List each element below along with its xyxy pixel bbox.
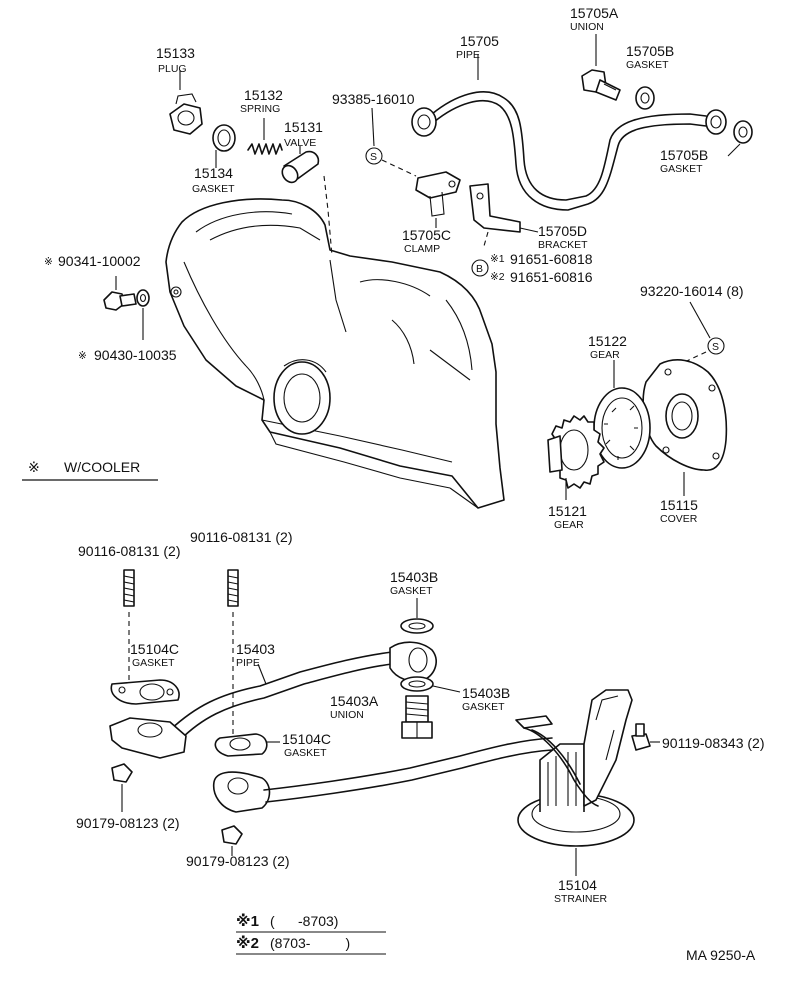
svg-text:COVER: COVER [660,513,698,525]
label-93385: 93385-16010 [332,91,415,107]
label-15121: 15121 [548,503,587,519]
gasket-15705B-top [635,86,655,110]
svg-text:※: ※ [44,256,53,268]
bolt-90341 [103,276,137,311]
svg-text:PIPE: PIPE [456,49,480,61]
label-90430-10035: 90430-10035 [94,347,177,363]
label-91651-60818: 91651-60818 [510,251,593,267]
gasket-15134 [212,124,236,168]
label-15115: 15115 [660,497,698,513]
svg-text:※2: ※2 [236,934,259,952]
label-15122: 15122 [588,333,627,349]
svg-text:S: S [370,151,377,163]
svg-text:GASKET: GASKET [132,657,175,669]
gasket-15104C-left [110,679,180,705]
label-15104: 15104 [558,877,597,893]
svg-text:PIPE: PIPE [236,657,260,669]
bracket-15705D [469,183,539,233]
spring-15132 [247,118,283,155]
svg-text:※: ※ [28,459,40,475]
valve-15131 [281,146,320,184]
svg-text:BRACKET: BRACKET [538,239,588,251]
label-91651-60816: 91651-60816 [510,269,593,285]
svg-text:UNION: UNION [570,21,604,33]
gasket-15705B-right [727,120,753,157]
washer-90430 [136,289,150,340]
svg-text:S: S [712,341,719,353]
strainer-15104 [515,689,635,876]
stud-90116-right [227,569,239,734]
svg-text:STRAINER: STRAINER [554,893,608,905]
label-15403: 15403 [236,641,275,657]
marker-s-upper [365,147,383,165]
union-15403A [401,695,433,739]
pipe-15705 [411,54,727,211]
svg-text:GASKET: GASKET [626,59,669,71]
transmission-case [165,198,505,509]
svg-text:PLUG: PLUG [158,63,187,75]
note-1: ( -8703) [270,913,338,929]
gasket-15104C-right [214,733,280,757]
marker-b [471,259,489,277]
label-15132: 15132 [244,87,283,103]
label-15705C: 15705C [402,227,451,243]
gasket-15403B-top [400,598,434,634]
label-90116-left: 90116-08131 (2) [78,543,180,559]
svg-text:GASKET: GASKET [660,163,703,175]
svg-text:VALVE: VALVE [284,137,316,149]
label-15705D: 15705D [538,223,587,239]
strainer-pipe [212,737,553,813]
label-90341-10002: 90341-10002 [58,253,141,269]
svg-text:CLAMP: CLAMP [404,243,440,255]
label-15104C-right: 15104C [282,731,331,747]
gasket-15403B-bottom [400,676,461,693]
svg-text:※1: ※1 [490,253,505,265]
diagram-code: MA 9250-A [686,947,756,963]
label-90119-08343: 90119-08343 (2) [662,735,764,751]
label-15705B-right: 15705B [660,147,708,163]
bolt-90119 [631,723,660,751]
label-15134: 15134 [194,165,233,181]
svg-text:GASKET: GASKET [390,585,433,597]
pipe-15403 [109,641,437,759]
label-15403B-bottom: 15403B [462,685,510,701]
gear-15121 [547,415,605,500]
label-15705B-top: 15705B [626,43,674,59]
label-15104C-left: 15104C [130,641,179,657]
label-93220-16014: 93220-16014 (8) [640,283,744,299]
svg-text:GEAR: GEAR [554,519,584,531]
marker-s-cover [707,337,725,355]
label-90179-bottom: 90179-08123 (2) [186,853,290,869]
note-2: (8703- ) [270,935,350,951]
bolt-90179-left [111,763,133,812]
labels: 15133 PLUG 15134 GASKET 15132 SPRING 151… [28,5,764,963]
svg-text:※: ※ [78,350,87,362]
svg-text:GASKET: GASKET [284,747,327,759]
svg-text:GASKET: GASKET [462,701,505,713]
label-w-cooler: W/COOLER [64,459,140,475]
svg-text:※1: ※1 [236,912,259,930]
svg-text:※2: ※2 [490,271,505,283]
label-15133: 15133 [156,45,195,61]
label-15403A: 15403A [330,693,379,709]
union-15705A [581,34,621,101]
stud-90116-left [123,569,135,680]
label-90179-left: 90179-08123 (2) [76,815,180,831]
plug-15133 [169,70,203,135]
svg-text:B: B [476,263,483,275]
svg-text:SPRING: SPRING [240,103,280,115]
cover-15115 [642,359,728,496]
label-90116-right: 90116-08131 (2) [190,529,292,545]
svg-text:UNION: UNION [330,709,364,721]
bolt-90179-bottom [221,825,243,856]
svg-text:GEAR: GEAR [590,349,620,361]
label-15705A: 15705A [570,5,619,21]
clamp-15705C [415,171,461,228]
label-15131: 15131 [284,119,323,135]
label-15705: 15705 [460,33,499,49]
svg-text:GASKET: GASKET [192,183,235,195]
label-15403B-top: 15403B [390,569,438,585]
